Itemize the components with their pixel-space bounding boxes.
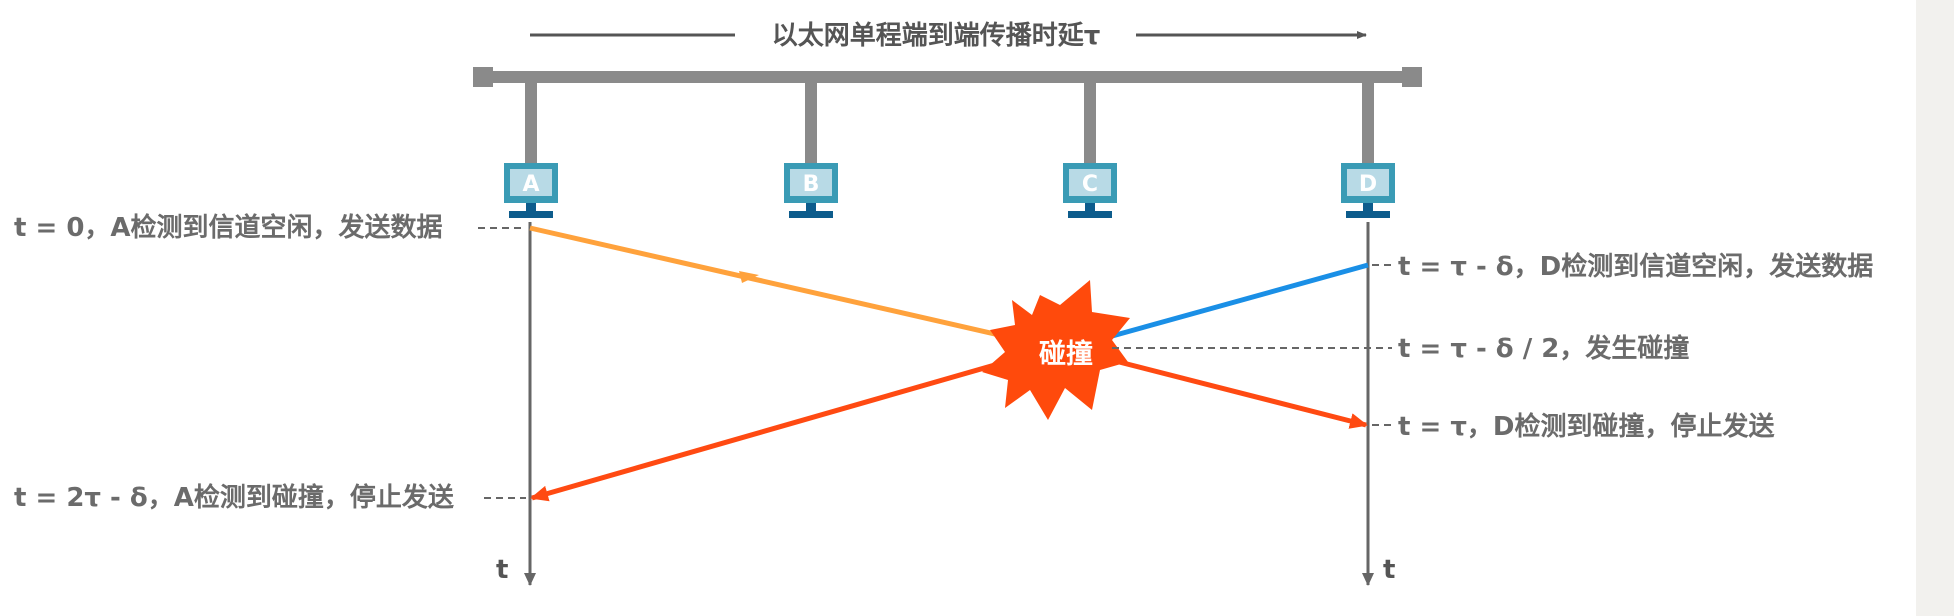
ethernet-bus [473, 67, 1422, 87]
station-d-label: D [1359, 172, 1377, 197]
station-b: B [784, 83, 838, 218]
station-a-base [509, 211, 553, 218]
diagram-title: 以太网单程端到端传播时延τ [772, 21, 1101, 51]
collision-signal-to-d [1079, 349, 1368, 429]
annotation-d-send: t = τ - δ，D检测到信道空闲，发送数据 [1398, 251, 1873, 282]
timeline-d-label: t [1383, 555, 1395, 585]
leader-lines [478, 227, 1392, 499]
timeline-a-label: t [496, 555, 508, 585]
collision-burst-label: 碰撞 [1039, 338, 1093, 370]
d-signal-line [1104, 262, 1369, 341]
a-signal-direction-arrow [739, 271, 759, 283]
station-c: C [1063, 83, 1117, 218]
station-a-label: A [522, 172, 539, 197]
annotation-a-detect: t = 2τ - δ，A检测到碰撞，停止发送 [14, 482, 454, 513]
title-group: 以太网单程端到端传播时延τ [530, 21, 1367, 51]
explosion-icon [982, 280, 1130, 420]
station-a: A [504, 83, 558, 218]
collision-burst: 碰撞 [982, 280, 1130, 420]
annotation-d-detect: t = τ，D检测到碰撞，停止发送 [1398, 411, 1775, 442]
bus-left-terminator [473, 67, 493, 87]
station-d: D [1341, 83, 1395, 218]
annotation-collision: t = τ - δ / 2，发生碰撞 [1398, 333, 1689, 364]
station-b-drop-cable [805, 83, 817, 163]
right-edge-strip [1916, 0, 1954, 616]
bus-bar [476, 71, 1420, 83]
station-b-label: B [803, 172, 820, 197]
bus-right-terminator [1402, 67, 1422, 87]
station-c-base [1068, 211, 1112, 218]
station-c-drop-cable [1084, 83, 1096, 163]
a-signal-line [529, 225, 1031, 345]
collision-signal-to-a [530, 349, 1041, 502]
station-c-label: C [1082, 172, 1098, 197]
station-d-base [1346, 211, 1390, 218]
station-a-drop-cable [525, 83, 537, 163]
station-d-drop-cable [1362, 83, 1374, 163]
station-b-base [789, 211, 833, 218]
annotation-a-send: t = 0，A检测到信道空闲，发送数据 [14, 212, 443, 243]
